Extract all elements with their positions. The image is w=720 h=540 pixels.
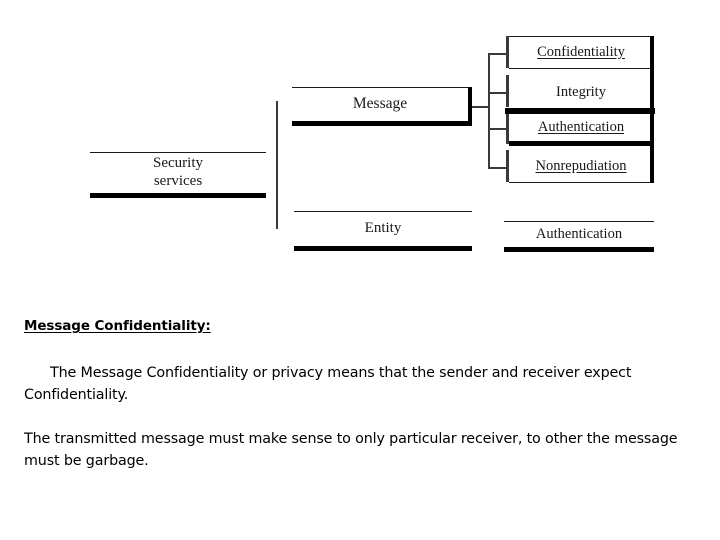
paragraph-2: The transmitted message must make sense … xyxy=(24,428,696,472)
node-entity: Entity xyxy=(294,211,472,251)
node-entity-label: Entity xyxy=(364,220,402,237)
section-heading: Message Confidentiality: xyxy=(24,318,211,334)
message-services-right-rail xyxy=(650,36,654,183)
message-branch-4 xyxy=(488,167,508,169)
message-branch-3 xyxy=(488,128,508,130)
node-message-integrity: Integrity xyxy=(509,77,653,108)
paragraph-1: The Message Confidentiality or privacy m… xyxy=(24,362,696,406)
paragraph-2-text: The transmitted message must make sense … xyxy=(24,431,678,470)
node-message: Message xyxy=(292,87,472,126)
root-spine xyxy=(276,101,278,229)
message-tick-2 xyxy=(506,75,509,107)
message-branch-2 xyxy=(488,92,508,94)
node-message-confidentiality: Confidentiality xyxy=(509,36,653,69)
node-entity-authentication: Authentication xyxy=(504,221,654,252)
node-message-nonrepudiation-label: Nonrepudiation xyxy=(535,158,627,175)
message-branch-1 xyxy=(488,53,508,55)
node-entity-authentication-label: Authentication xyxy=(535,225,623,242)
node-message-nonrepudiation: Nonrepudiation xyxy=(509,152,653,183)
paragraph-1-text: The Message Confidentiality or privacy m… xyxy=(24,365,632,404)
node-security-services: Security services xyxy=(90,152,266,198)
node-message-confidentiality-label: Confidentiality xyxy=(537,43,625,60)
node-message-integrity-label: Integrity xyxy=(556,83,606,100)
message-tick-3 xyxy=(506,112,509,144)
node-security-services-label: Security services xyxy=(153,155,203,189)
node-message-authentication-label: Authentication xyxy=(537,118,625,135)
message-stub xyxy=(472,106,489,108)
message-fan-spine xyxy=(488,54,490,168)
node-message-label: Message xyxy=(352,95,408,113)
integrity-underrule xyxy=(505,108,655,114)
message-tick-1 xyxy=(506,36,509,68)
node-message-authentication: Authentication xyxy=(509,114,653,146)
slide-body: Message Confidentiality: The Message Con… xyxy=(24,318,696,495)
security-services-diagram: Security services Message Confidentialit… xyxy=(90,36,655,252)
message-tick-4 xyxy=(506,150,509,182)
